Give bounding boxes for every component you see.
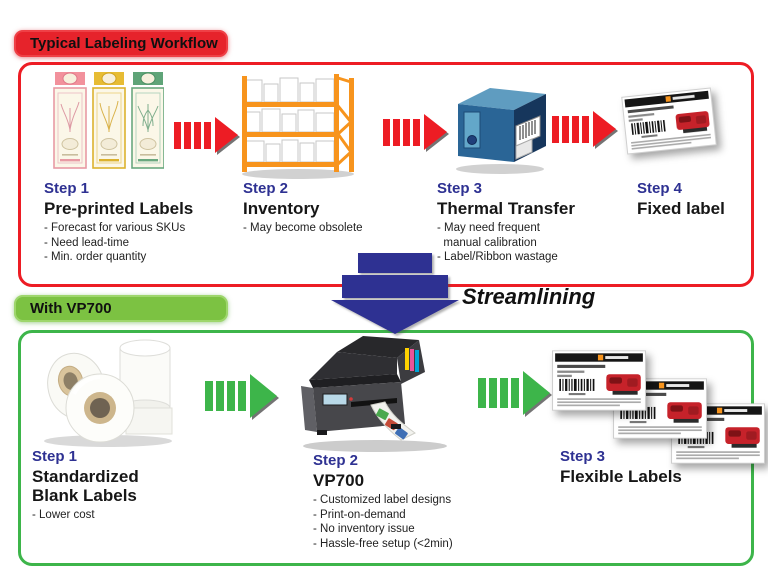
step-bullet: - Need lead-time [44,236,130,249]
with-vp700-badge: With VP700 [14,295,228,322]
step-bullet: - May need frequent manual calibration [437,222,540,249]
thermal-printer-icon [456,88,546,174]
streamlining-label: Streamlining [462,284,596,309]
step-title: Standardized Blank Labels [32,467,139,505]
step-block-preprinted: Step 1 Pre-printed Labels - Forecast for… [44,180,239,265]
red-flow-arrow-icon [383,114,447,150]
green-flow-arrow-icon [205,374,277,418]
step-title: VP700 [313,471,365,490]
step-block-vp700: Step 2 VP700 - Customized label designs … [313,452,508,551]
step-block-flexible-labels: Step 3 Flexible Labels [560,448,755,489]
step-bullet: - Hassle-free setup (<2min) [313,537,453,550]
step-label: Step 4 [637,180,683,197]
step-label: Step 3 [437,180,483,197]
step-block-thermal: Step 3 Thermal Transfer - May need frequ… [437,180,632,265]
step-label: Step 3 [560,448,606,465]
step-title: Fixed label [637,199,725,218]
typical-workflow-badge: Typical Labeling Workflow [14,30,228,57]
red-flow-arrow-icon [552,111,616,147]
pre-printed-labels-icon [53,72,164,169]
step-label: Step 2 [243,180,289,197]
step-title: Inventory [243,199,320,218]
vp700-printer-icon [301,336,447,452]
step-title: Pre-printed Labels [44,199,194,218]
red-flow-arrow-icon [174,117,238,153]
inventory-rack-icon [242,74,354,179]
step-bullet: - No inventory issue [313,523,415,535]
step-block-fixed-label: Step 4 Fixed label [637,180,768,221]
step-bullet: - Lower cost [32,509,95,521]
step-bullet: - Print-on-demand [313,508,406,521]
step-bullet: - Forecast for various SKUs [44,222,186,234]
blank-label-rolls-icon [44,339,173,447]
fixed-label-icon [621,87,717,154]
flexible-label-card-icon [552,350,646,411]
step-title: Flexible Labels [560,467,682,486]
step-title: Thermal Transfer [437,199,575,218]
step-bullet: - Min. order quantity [44,251,147,263]
step-bullet: - Customized label designs [313,494,452,506]
step-bullet: - May become obsolete [243,222,363,234]
step-bullet: - Label/Ribbon wastage [437,251,558,263]
step-label: Step 1 [32,448,78,465]
step-block-inventory: Step 2 Inventory - May become obsolete [243,180,438,236]
green-flow-arrow-icon [478,371,550,415]
streamline-down-arrow-icon [330,253,460,334]
step-block-blank-labels: Step 1 Standardized Blank Labels - Lower… [32,448,227,523]
step-label: Step 2 [313,452,359,469]
step-label: Step 1 [44,180,90,197]
